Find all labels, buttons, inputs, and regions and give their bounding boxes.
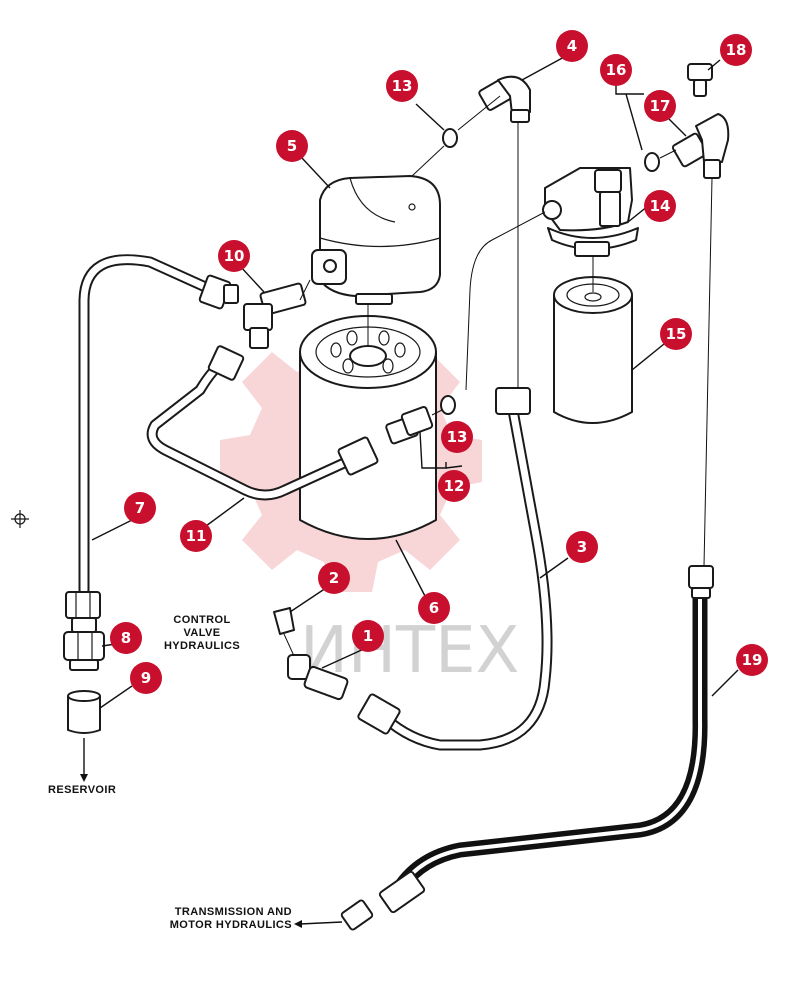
o-ring-16 bbox=[644, 152, 660, 172]
svg-text:16: 16 bbox=[606, 61, 627, 79]
callout-12[interactable]: 12 bbox=[438, 470, 470, 502]
callout-19[interactable]: 19 bbox=[736, 644, 768, 676]
control-valve-line-1: CONTROL bbox=[173, 614, 231, 626]
svg-text:1: 1 bbox=[363, 627, 373, 645]
control-valve-line-3: HYDRAULICS bbox=[163, 640, 241, 652]
elbow-17 bbox=[671, 113, 730, 179]
tube-3 bbox=[357, 387, 553, 751]
callout-10[interactable]: 10 bbox=[218, 240, 250, 272]
control-valve-note: CONTROL VALVE HYDRAULICS bbox=[162, 614, 242, 653]
o-ring-13a bbox=[442, 128, 458, 148]
fitting-12 bbox=[385, 406, 434, 445]
adapter-8 bbox=[63, 617, 105, 671]
callout-6[interactable]: 6 bbox=[418, 592, 450, 624]
svg-text:3: 3 bbox=[577, 538, 587, 556]
svg-text:4: 4 bbox=[567, 37, 577, 55]
callout-11[interactable]: 11 bbox=[180, 520, 212, 552]
reservoir-note: RESERVOIR bbox=[48, 784, 117, 796]
callout-13-top[interactable]: 13 bbox=[386, 70, 418, 102]
adapter-2 bbox=[273, 607, 295, 635]
callout-5[interactable]: 5 bbox=[276, 130, 308, 162]
callout-15[interactable]: 15 bbox=[660, 318, 692, 350]
svg-text:2: 2 bbox=[329, 569, 339, 587]
filter-15 bbox=[553, 276, 633, 424]
transmission-arrow bbox=[299, 921, 343, 925]
svg-text:7: 7 bbox=[135, 499, 145, 517]
control-valve-line-2: VALVE bbox=[183, 627, 221, 639]
fitting-1 bbox=[287, 654, 349, 701]
callout-18[interactable]: 18 bbox=[720, 34, 752, 66]
callout-13-side[interactable]: 13 bbox=[441, 421, 473, 453]
callout-14[interactable]: 14 bbox=[644, 190, 676, 222]
transmission-line-2: MOTOR HYDRAULICS bbox=[169, 919, 292, 931]
tube-7 bbox=[65, 254, 239, 619]
tube-11 bbox=[146, 345, 379, 501]
svg-text:13: 13 bbox=[392, 77, 413, 95]
crosshair-icon bbox=[11, 510, 29, 528]
svg-text:13: 13 bbox=[447, 428, 468, 446]
tee-fitting-10 bbox=[243, 282, 307, 349]
assembly-lines bbox=[283, 95, 713, 657]
callout-8[interactable]: 8 bbox=[110, 622, 142, 654]
svg-text:5: 5 bbox=[287, 137, 297, 155]
svg-text:12: 12 bbox=[444, 477, 465, 495]
svg-text:10: 10 bbox=[224, 247, 245, 265]
transmission-line-1: TRANSMISSION AND bbox=[174, 906, 292, 918]
cap-9 bbox=[67, 690, 101, 782]
svg-text:14: 14 bbox=[650, 197, 671, 215]
filter-head-5 bbox=[311, 175, 441, 305]
o-ring-13b bbox=[440, 395, 456, 415]
callout-3[interactable]: 3 bbox=[566, 531, 598, 563]
callout-1[interactable]: 1 bbox=[352, 620, 384, 652]
svg-text:8: 8 bbox=[121, 629, 131, 647]
plug-18 bbox=[687, 63, 713, 97]
callout-17[interactable]: 17 bbox=[644, 90, 676, 122]
svg-text:19: 19 bbox=[742, 651, 763, 669]
callout-2[interactable]: 2 bbox=[318, 562, 350, 594]
callout-4[interactable]: 4 bbox=[556, 30, 588, 62]
callout-7[interactable]: 7 bbox=[124, 492, 156, 524]
svg-text:6: 6 bbox=[429, 599, 439, 617]
callout-16[interactable]: 16 bbox=[600, 54, 632, 86]
svg-text:9: 9 bbox=[141, 669, 151, 687]
elbow-4 bbox=[478, 75, 531, 123]
filter-head-14 bbox=[542, 167, 639, 257]
transmission-note: TRANSMISSION AND MOTOR HYDRAULICS bbox=[152, 906, 292, 932]
svg-text:18: 18 bbox=[726, 41, 747, 59]
svg-text:11: 11 bbox=[186, 527, 207, 545]
svg-text:15: 15 bbox=[666, 325, 687, 343]
svg-text:17: 17 bbox=[650, 97, 671, 115]
hose-19 bbox=[340, 565, 714, 931]
callout-9[interactable]: 9 bbox=[130, 662, 162, 694]
